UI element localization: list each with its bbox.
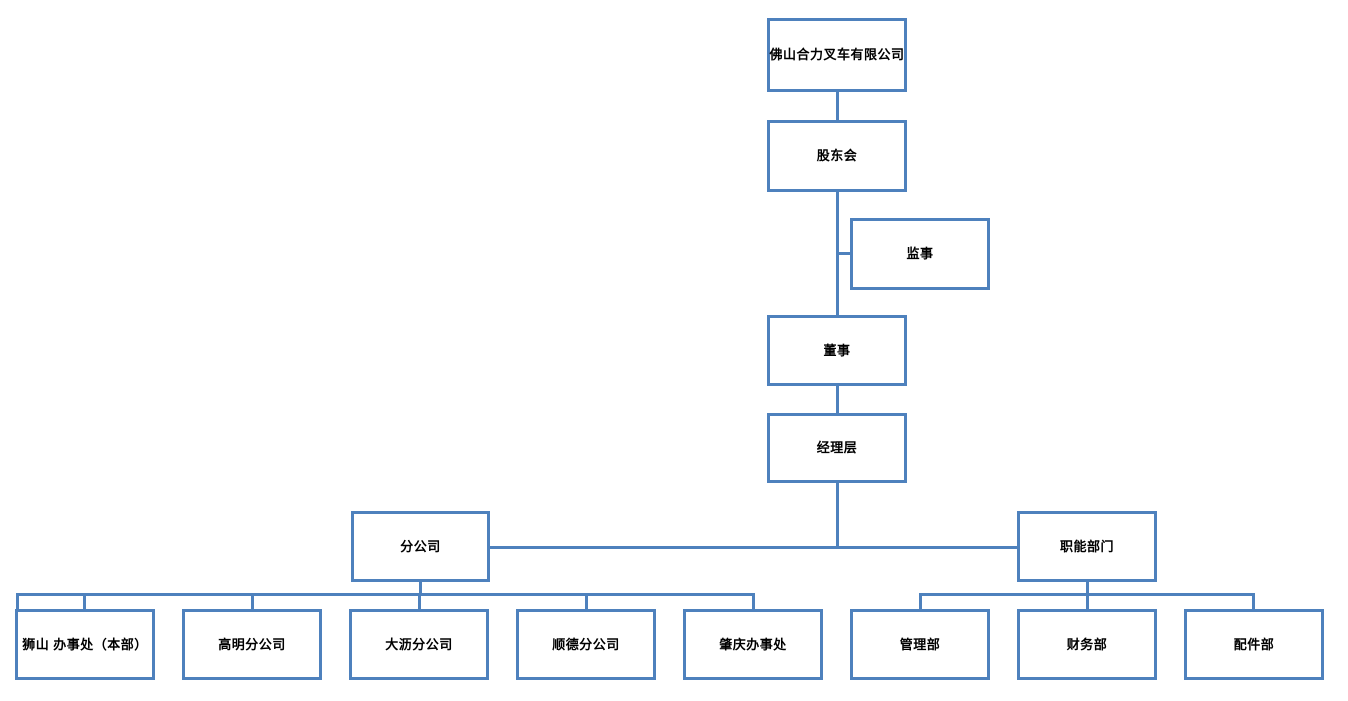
node-caiwu-label: 财务部 bbox=[1066, 636, 1108, 652]
node-peijian-label: 配件部 bbox=[1233, 636, 1275, 652]
edge-company-shareholders bbox=[836, 92, 839, 120]
node-supervisor[interactable]: 监事 bbox=[850, 218, 990, 290]
edge-functions-caiwu bbox=[1086, 593, 1089, 610]
node-shareholders-label: 股东会 bbox=[816, 148, 858, 164]
edge-level5-bus bbox=[490, 546, 1018, 549]
edge-management-drop bbox=[836, 483, 839, 549]
node-dali[interactable]: 大沥分公司 bbox=[349, 609, 489, 680]
node-guanli-label: 管理部 bbox=[899, 636, 941, 652]
edge-trunk-supervisor bbox=[836, 252, 851, 255]
node-shishan-label: 狮山 办事处（本部） bbox=[22, 636, 148, 652]
node-branches[interactable]: 分公司 bbox=[351, 511, 490, 582]
node-supervisor-label: 监事 bbox=[906, 246, 934, 262]
node-shunde[interactable]: 顺德分公司 bbox=[516, 609, 656, 680]
edge-branches-zhaoqing bbox=[752, 593, 755, 610]
edge-branches-gaoming bbox=[251, 593, 254, 610]
node-functions[interactable]: 职能部门 bbox=[1017, 511, 1157, 582]
edge-branches-dali bbox=[418, 593, 421, 610]
node-peijian[interactable]: 配件部 bbox=[1184, 609, 1324, 680]
node-guanli[interactable]: 管理部 bbox=[850, 609, 990, 680]
edge-branches-shishan bbox=[83, 593, 86, 610]
node-management[interactable]: 经理层 bbox=[767, 413, 907, 483]
edge-director-management bbox=[836, 386, 839, 413]
edge-branches-drop bbox=[419, 582, 422, 596]
node-dali-label: 大沥分公司 bbox=[385, 636, 453, 652]
node-management-label: 经理层 bbox=[816, 440, 858, 456]
edge-branches-shunde bbox=[585, 593, 588, 610]
node-director-label: 董事 bbox=[823, 342, 851, 358]
node-shunde-label: 顺德分公司 bbox=[552, 636, 620, 652]
edge-branches-bus-left-end bbox=[16, 593, 19, 610]
node-company[interactable]: 佛山合力叉车有限公司 bbox=[767, 18, 907, 92]
node-zhaoqing-label: 肇庆办事处 bbox=[719, 636, 787, 652]
node-shishan[interactable]: 狮山 办事处（本部） bbox=[15, 609, 155, 680]
node-gaoming-label: 高明分公司 bbox=[218, 636, 286, 652]
node-caiwu[interactable]: 财务部 bbox=[1017, 609, 1157, 680]
edge-functions-drop bbox=[1086, 582, 1089, 596]
edge-functions-guanli bbox=[919, 593, 922, 610]
node-functions-label: 职能部门 bbox=[1059, 538, 1114, 554]
node-company-label: 佛山合力叉车有限公司 bbox=[769, 47, 905, 63]
node-branches-label: 分公司 bbox=[400, 538, 441, 554]
node-shareholders[interactable]: 股东会 bbox=[767, 120, 907, 192]
edge-functions-peijian bbox=[1252, 593, 1255, 610]
edge-branches-bus bbox=[16, 593, 755, 596]
node-zhaoqing[interactable]: 肇庆办事处 bbox=[683, 609, 823, 680]
node-director[interactable]: 董事 bbox=[767, 315, 907, 386]
node-gaoming[interactable]: 高明分公司 bbox=[182, 609, 322, 680]
